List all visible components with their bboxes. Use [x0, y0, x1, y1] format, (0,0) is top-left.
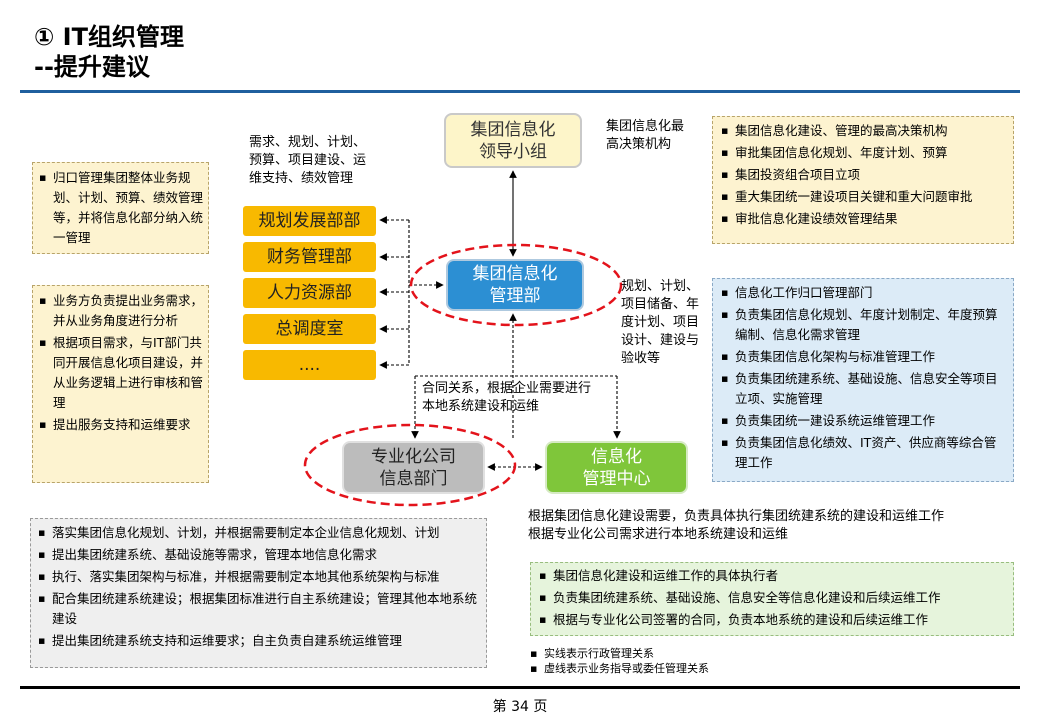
- note-line: 合同关系，根据企业需要进行: [422, 381, 592, 396]
- footer-divider: [20, 686, 1020, 689]
- legend-dashed-line: 虚线表示业务指导或委任管理关系: [528, 661, 709, 676]
- node-label: 专业化公司 信息部门: [371, 446, 456, 489]
- note-line: 根据专业化公司需求进行本地系统建设和运维: [528, 527, 789, 542]
- center-desc-note: 根据集团信息化建设需要，负责具体执行集团统建系统的建设和运维工作 根据专业化公司…: [528, 508, 944, 544]
- note-line: 需求、规划、计划、: [249, 135, 367, 150]
- note-line: 项目储备、年: [621, 297, 700, 312]
- note-line: 验收等: [621, 351, 661, 366]
- title-line-1: ① IT组织管理: [34, 23, 184, 51]
- list-item: 审批集团信息化规划、年度计划、预算: [719, 143, 1007, 163]
- title-divider: [20, 90, 1020, 93]
- list-item: 集团信息化建设、管理的最高决策机构: [719, 121, 1007, 141]
- list-item: 根据项目需求，与IT部门共同开展信息化项目建设，并从业务逻辑上进行审核和管理: [37, 333, 204, 413]
- list-item: 配合集团统建系统建设；根据集团标准进行自主系统建设；管理其他本地系统建设: [36, 589, 481, 629]
- list-item: 负责集团统一建设系统运维管理工作: [719, 411, 1007, 431]
- it-flow-note: 规划、计划、 项目储备、年 度计划、项目 设计、建设与 验收等: [621, 278, 699, 368]
- list-item: 提出集团统建系统、基础设施等需求，管理本地信息化需求: [36, 545, 481, 565]
- legend: 实线表示行政管理关系 虚线表示业务指导或委任管理关系: [528, 646, 709, 676]
- list-item: 集团信息化建设和运维工作的具体执行者: [537, 566, 1007, 586]
- list-item: 信息化工作归口管理部门: [719, 283, 1007, 303]
- list-item: 审批信息化建设绩效管理结果: [719, 209, 1007, 229]
- node-it-management-dept: 集团信息化 管理部: [446, 259, 584, 311]
- node-label: 信息化 管理中心: [582, 446, 651, 489]
- list-item: 负责集团信息化架构与标准管理工作: [719, 347, 1007, 367]
- list-item: 集团投资组合项目立项: [719, 165, 1007, 185]
- note-line: 预算、项目建设、运: [249, 153, 367, 168]
- note-line: 高决策机构: [606, 137, 672, 152]
- note-line: 规划、计划、: [621, 279, 700, 294]
- leader-desc-note: 集团信息化最 高决策机构: [606, 118, 684, 154]
- dept-planning: 规划发展部部: [243, 206, 376, 236]
- note-line: 设计、建设与: [621, 333, 700, 348]
- panel-planning-dept-duties: 归口管理集团整体业务规划、计划、预算、绩效管理等，并将信息化部分纳入统一管理: [32, 162, 209, 254]
- dept-hr: 人力资源部: [243, 278, 376, 308]
- page-number: 第 34 页: [492, 699, 548, 715]
- list-item: 归口管理集团整体业务规划、计划、预算、绩效管理等，并将信息化部分纳入统一管理: [37, 168, 204, 248]
- note-line: 度计划、项目: [621, 315, 700, 330]
- page-title: ① IT组织管理 --提升建议: [34, 22, 184, 82]
- list-item: 提出服务支持和运维要求: [37, 415, 204, 435]
- panel-leadership-duties: 集团信息化建设、管理的最高决策机构 审批集团信息化规划、年度计划、预算 集团投资…: [712, 116, 1014, 244]
- panel-subcompany-duties: 落实集团信息化规划、计划，并根据需要制定本企业信息化规划、计划 提出集团统建系统…: [30, 518, 487, 668]
- list-item: 业务方负责提出业务需求，并从业务角度进行分析: [37, 291, 204, 331]
- dept-more: ....: [243, 350, 376, 380]
- list-item: 提出集团统建系统支持和运维要求；自主负责自建系统运维管理: [36, 631, 481, 651]
- panel-it-dept-duties: 信息化工作归口管理部门 负责集团信息化规划、年度计划制定、年度预算编制、信息化需…: [712, 278, 1014, 482]
- list-item: 重大集团统一建设项目关键和重大问题审批: [719, 187, 1007, 207]
- list-item: 执行、落实集团架构与标准，并根据需要制定本地其他系统架构与标准: [36, 567, 481, 587]
- list-item: 负责集团统建系统、基础设施、信息安全等项目立项、实施管理: [719, 369, 1007, 409]
- node-subcompany-it-dept: 专业化公司 信息部门: [342, 441, 485, 494]
- panel-business-dept-duties: 业务方负责提出业务需求，并从业务角度进行分析 根据项目需求，与IT部门共同开展信…: [32, 285, 209, 483]
- list-item: 落实集团信息化规划、计划，并根据需要制定本企业信息化规划、计划: [36, 523, 481, 543]
- note-line: 根据集团信息化建设需要，负责具体执行集团统建系统的建设和运维工作: [528, 509, 945, 524]
- node-it-management-center: 信息化 管理中心: [545, 441, 688, 494]
- list-item: 负责集团信息化绩效、IT资产、供应商等综合管理工作: [719, 433, 1007, 473]
- node-leadership-group: 集团信息化 领导小组: [444, 113, 582, 168]
- panel-it-center-duties: 集团信息化建设和运维工作的具体执行者 负责集团统建系统、基础设施、信息安全等信息…: [530, 562, 1014, 636]
- highlight-ellipse-itdept: [409, 243, 623, 327]
- list-item: 根据与专业化公司签署的合同，负责本地系统的建设和后续运维工作: [537, 610, 1007, 630]
- list-item: 负责集团统建系统、基础设施、信息安全等信息化建设和后续运维工作: [537, 588, 1007, 608]
- dept-finance: 财务管理部: [243, 242, 376, 272]
- dept-dispatch: 总调度室: [243, 314, 376, 344]
- contract-note: 合同关系，根据企业需要进行 本地系统建设和运维: [422, 380, 591, 416]
- node-label: 集团信息化 领导小组: [470, 119, 556, 162]
- note-line: 维支持、绩效管理: [249, 171, 354, 186]
- node-label: 集团信息化 管理部: [472, 264, 558, 306]
- list-item: 负责集团信息化规划、年度计划制定、年度预算编制、信息化需求管理: [719, 305, 1007, 345]
- dept-flow-note: 需求、规划、计划、 预算、项目建设、运 维支持、绩效管理: [249, 134, 366, 188]
- note-line: 本地系统建设和运维: [422, 399, 540, 414]
- title-line-2: --提升建议: [34, 53, 150, 81]
- note-line: 集团信息化最: [606, 119, 685, 134]
- highlight-ellipse-subco: [303, 423, 517, 507]
- legend-solid-line: 实线表示行政管理关系: [528, 646, 709, 661]
